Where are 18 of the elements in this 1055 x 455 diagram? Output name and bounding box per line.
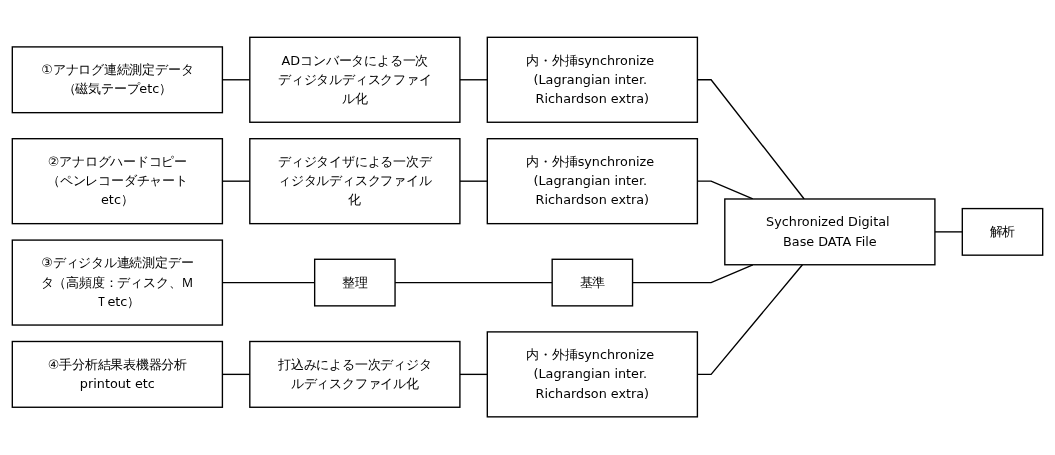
node-box: Sychronized Digital Base DATA File xyxy=(724,198,936,266)
node-box: 打込みによる一次ディジタルディスクファイル化 xyxy=(249,341,461,409)
node-box: ディジタイザによる一次ディジタルディスクファイル化 xyxy=(249,138,461,225)
node-box: ①アナログ連続測定データ（磁気テープetc） xyxy=(11,46,224,114)
connector xyxy=(459,374,488,376)
node-box: ④手分析結果表機器分析printout etc xyxy=(11,341,224,409)
connector xyxy=(934,231,963,233)
node-box: 内・外挿synchronize (Lagrangian inter. Richardson extra) xyxy=(486,331,699,418)
node-box: 整理 xyxy=(313,259,396,307)
node-box: 内・外挿synchronize (Lagrangian inter. Richardson extra) xyxy=(486,138,699,225)
connector xyxy=(459,79,488,81)
node-box: 基準 xyxy=(551,259,634,307)
node-box: 内・外挿synchronize (Lagrangian inter. Richardson extra) xyxy=(486,37,699,124)
node-box: ③ディジタル連続測定データ（高頻度：ディスク、ＭＴetc） xyxy=(11,239,224,327)
node-box: ②アナログハードコピー（ペンレコーダチャートetc） xyxy=(11,138,224,225)
node-box: ADコンバータによる一次ディジタルディスクファイル化 xyxy=(249,37,461,124)
node-box: 解析 xyxy=(961,208,1044,257)
connector xyxy=(459,180,488,183)
